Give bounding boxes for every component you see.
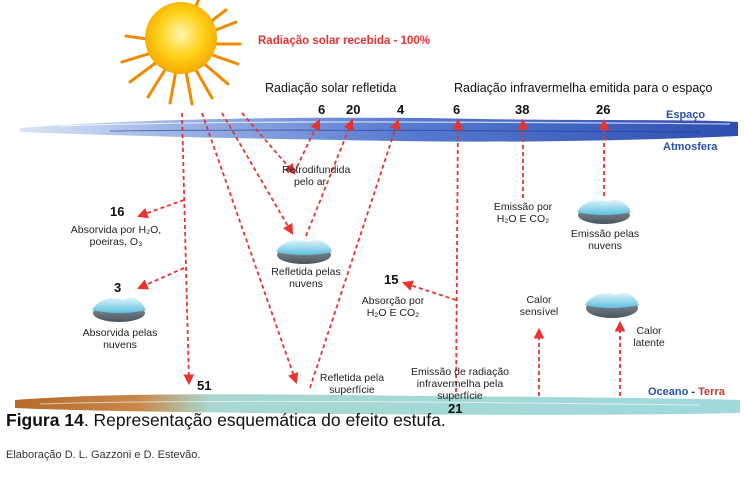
cloud-reflecting xyxy=(276,239,332,264)
cloud-latent-heat xyxy=(585,292,639,318)
arrow-reflected-air xyxy=(293,119,321,174)
value-reflected-air: 6 xyxy=(318,102,326,117)
backscattered-label: Retrodifundida pelo ar xyxy=(282,164,351,188)
figure-number: Figura 14 xyxy=(6,410,84,430)
sensible-heat-label: Calor sensível xyxy=(519,294,559,318)
absorbed-clouds-label: Absorvida pelas nuvens xyxy=(82,327,158,351)
infrared-emitted-label: Radiação infravermelha emitida para o es… xyxy=(454,81,713,95)
latent-heat-label: Calor latente xyxy=(633,325,665,349)
ocean-land-label: Oceano - Terra xyxy=(648,386,725,398)
reflected-surface-label: Refletida pela superfície xyxy=(319,372,385,396)
arrow-to-backscatter xyxy=(241,112,296,175)
land-label: Terra xyxy=(698,386,725,398)
ocean-land-band xyxy=(15,394,740,415)
atmosphere-label: Atmosfera xyxy=(663,141,718,153)
emission-clouds-label: Emissão pelas nuvens xyxy=(570,228,640,252)
absorption-label: Absorção por H₂O E CO₂ xyxy=(361,295,425,319)
figure-caption: Figura 14. Representação esquemática do … xyxy=(6,410,446,431)
arrow-to-ir-absorption xyxy=(401,280,457,301)
figure-description: . Representação esquemática do efeito es… xyxy=(83,410,446,430)
arrow-to-gas-absorption xyxy=(136,199,185,219)
value-absorbed-ir: 15 xyxy=(384,272,399,287)
emission-gases-label: Emissão por H₂O E CO₂ xyxy=(493,201,553,225)
arrow-to-reflected-surface xyxy=(201,112,299,385)
sun-icon xyxy=(120,0,242,106)
arrow-to-cloud-absorption xyxy=(137,267,185,290)
absorbed-gases-label: Absorvida por H₂O, poeiras, O₃ xyxy=(70,224,162,248)
value-ir-gases-space: 38 xyxy=(515,102,530,117)
value-reflected-surface: 4 xyxy=(397,102,405,117)
infrared-emission-label: Emissão de radiação infravermelha pela s… xyxy=(410,366,510,402)
cloud-absorbing xyxy=(92,297,146,322)
arrow-to-absorbed-surface xyxy=(181,112,195,386)
arrow-reflected-surface xyxy=(309,118,401,389)
ocean-label: Oceano xyxy=(648,386,689,398)
solar-reflected-label: Radiação solar refletida xyxy=(265,81,397,95)
arrow-to-cloud xyxy=(221,112,294,235)
atmosphere-band xyxy=(20,117,738,142)
ocean-land-separator: - xyxy=(688,386,699,398)
space-label: Espaço xyxy=(666,109,706,121)
figure-credit: Elaboração D. L. Gazzoni e D. Estevão. xyxy=(6,449,201,461)
value-emitted-surface: 21 xyxy=(448,401,463,416)
value-absorbed-gases: 16 xyxy=(110,204,125,219)
value-reflected-clouds: 20 xyxy=(346,102,361,117)
reflected-clouds-label: Refletida pelas nuvens xyxy=(271,266,341,290)
arrow-surface-to-space xyxy=(452,118,464,393)
value-absorbed-clouds: 3 xyxy=(114,280,122,295)
value-ir-clouds-space: 26 xyxy=(596,102,611,117)
value-absorbed-surface: 51 xyxy=(197,378,212,393)
cloud-emitting xyxy=(577,199,631,224)
value-ir-surface-space: 6 xyxy=(453,102,461,117)
solar-received-label: Radiação solar recebida - 100% xyxy=(258,35,430,47)
